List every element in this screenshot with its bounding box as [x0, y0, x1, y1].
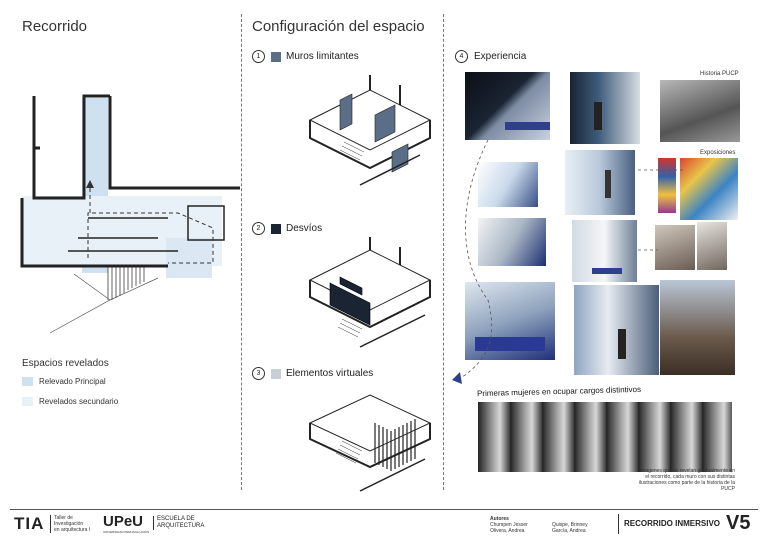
- step-label: Desvíos: [286, 223, 323, 234]
- photo-strip-mujeres: [478, 402, 732, 472]
- legend-label: Relevado Principal: [39, 377, 106, 386]
- experiencia-heading: 4 Experiencia: [455, 50, 526, 63]
- legend-title: Espacios revelados: [22, 358, 109, 369]
- recorrido-title: Recorrido: [22, 18, 88, 35]
- escuela-line-2: ARQUITECTURA: [157, 523, 205, 529]
- render-hall-1: [570, 72, 640, 144]
- tia-logo: TIA: [14, 514, 45, 533]
- upeu-sub: UNIVERSIDAD PERUANA UNIÓN: [103, 530, 150, 534]
- axo-muros: [308, 75, 432, 186]
- autores-block-2: Quispe, Brinney García, Andrea: [552, 522, 588, 534]
- autores-block: Autores Chumpen Jesser Olivera, Andrea: [490, 516, 528, 534]
- axo-virtuales: [308, 394, 432, 492]
- render-ramp: [465, 282, 555, 360]
- step-virtuales: 3 Elementos virtuales: [252, 367, 373, 380]
- tia-sub-2: Investigación: [54, 521, 84, 527]
- photo-interior: [660, 280, 735, 375]
- legend-item-principal: Relevado Principal: [22, 377, 106, 386]
- step-swatch: [271, 368, 281, 379]
- tia-sub-1: Taller de: [54, 515, 73, 521]
- label-exposiciones: Exposiciones: [700, 150, 736, 156]
- photo-historia: [660, 80, 740, 142]
- render-hall-2: [565, 150, 635, 215]
- step-desvios: 2 Desvíos: [252, 222, 322, 235]
- experiencia-label: Experiencia: [474, 51, 527, 62]
- step-label: Muros limitantes: [286, 51, 359, 62]
- recorrido-plan: [20, 94, 240, 334]
- render-hall-3: [572, 220, 637, 282]
- step-number: 4: [455, 50, 468, 63]
- photo-woman-2: [697, 222, 727, 270]
- render-corridor-2: [478, 162, 538, 207]
- swatch-principal: [22, 377, 33, 386]
- label-historia: Historia PUCP: [700, 71, 739, 77]
- axo-desvios: [308, 237, 432, 348]
- photo-woman-1: [655, 225, 695, 270]
- step-number: 2: [252, 222, 265, 235]
- project-title: RECORRIDO INMERSIVO: [624, 519, 721, 528]
- swatch-secundario: [22, 397, 33, 406]
- autor-3: Quispe, Brinney: [552, 522, 588, 528]
- autor-2: Olivera, Andrea: [490, 528, 525, 534]
- render-corridor-3: [478, 218, 546, 266]
- autores-label: Autores: [490, 516, 509, 522]
- step-number: 1: [252, 50, 265, 63]
- step-label: Elementos virtuales: [286, 368, 374, 379]
- render-gallery: [574, 285, 659, 375]
- tia-subtitle: Taller de Investigación en arquitectura …: [50, 515, 90, 533]
- legend-label: Revelados secundario: [39, 397, 119, 406]
- escuela-label: ESCUELA DE ARQUITECTURA: [153, 516, 204, 530]
- experiencia-caption: Imagenes que se revelan gradualmente en …: [638, 468, 735, 492]
- escuela-line-1: ESCUELA DE: [157, 516, 195, 522]
- step-muros: 1 Muros limitantes: [252, 50, 359, 63]
- divider-left: [241, 14, 242, 490]
- photo-exposiciones: [680, 158, 738, 220]
- render-stair-1: [465, 72, 550, 140]
- experiencia-connectors: [452, 139, 683, 384]
- legend-item-secundario: Revelados secundario: [22, 397, 118, 406]
- step-number: 3: [252, 367, 265, 380]
- sheet-number: V5: [726, 512, 751, 534]
- step-swatch: [271, 223, 281, 234]
- autor-1: Chumpen Jesser: [490, 522, 528, 528]
- footer-line: [10, 509, 758, 510]
- photo-posters: [658, 158, 676, 213]
- upeu-logo: UPeU: [103, 513, 144, 530]
- step-swatch: [271, 51, 281, 62]
- config-title: Configuración del espacio: [252, 18, 425, 35]
- tia-sub-3: en arquitectura I: [54, 527, 91, 533]
- autor-4: García, Andrea: [552, 528, 586, 534]
- divider-right: [443, 14, 444, 490]
